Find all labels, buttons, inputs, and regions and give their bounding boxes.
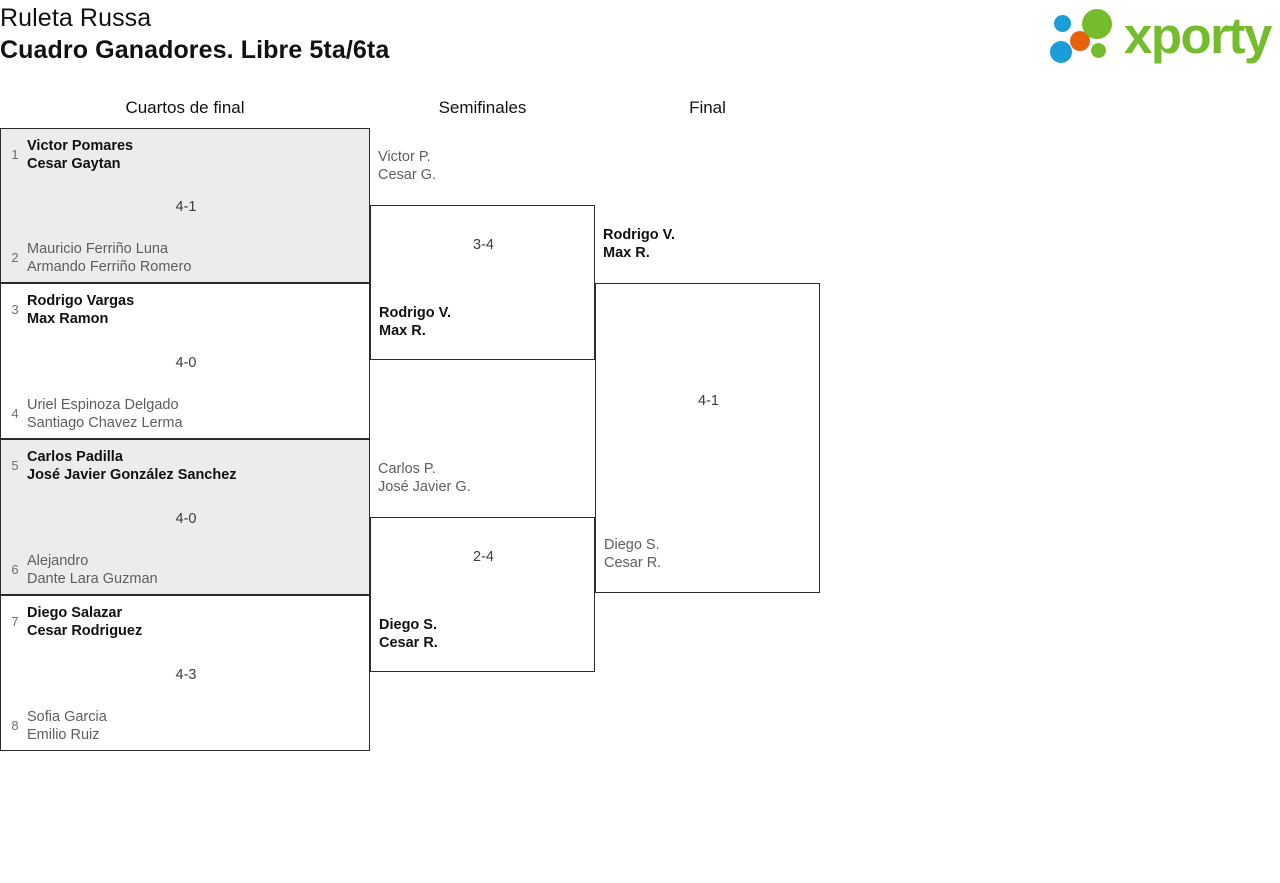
player-name: Cesar G. <box>378 167 437 183</box>
seed-number: 7 <box>11 614 19 629</box>
match-sf2-score: 2-4 <box>473 549 494 565</box>
match-semifinal-2[interactable]: 2-4 Diego S. Cesar R. <box>370 517 595 672</box>
title-block: Ruleta Russa Cuadro Ganadores. Libre 5ta… <box>0 2 389 66</box>
player-name: Diego S. <box>379 617 438 633</box>
player-name: Emilio Ruiz <box>27 727 100 743</box>
match-qf4-score: 4-3 <box>175 667 197 683</box>
player-name: Rodrigo V. <box>603 227 675 243</box>
player-name: Max R. <box>603 245 650 261</box>
seed-number: 8 <box>11 718 19 733</box>
match-quarterfinal-4[interactable]: 7 Diego Salazar Cesar Rodriguez 4-3 8 So… <box>0 595 370 751</box>
player-name: José Javier González Sanchez <box>27 467 237 483</box>
player-name: Santiago Chavez Lerma <box>27 415 183 431</box>
player-name: Rodrigo Vargas <box>27 293 135 309</box>
logo-dots-icon <box>1050 9 1126 65</box>
player-name: Rodrigo V. <box>379 305 451 321</box>
match-qf2-score: 4-0 <box>175 355 197 371</box>
match-semifinal-1[interactable]: 3-4 Rodrigo V. Max R. <box>370 205 595 360</box>
seed-number: 6 <box>11 562 19 577</box>
match-qf3-score: 4-0 <box>175 511 197 527</box>
player-name: Diego Salazar <box>27 605 123 621</box>
player-name: Max Ramon <box>27 311 109 327</box>
player-name: Max R. <box>379 323 426 339</box>
player-name: Sofia Garcia <box>27 709 107 725</box>
player-name: Cesar Gaytan <box>27 156 121 172</box>
player-name: Carlos Padilla <box>27 449 123 465</box>
logo-dot-green-large <box>1082 9 1112 39</box>
logo-wordmark: xporty <box>1124 7 1272 64</box>
page-header: Ruleta Russa Cuadro Ganadores. Libre 5ta… <box>0 0 1280 72</box>
page-subtitle: Cuadro Ganadores. Libre 5ta/6ta <box>0 36 390 64</box>
player-name: Uriel Espinoza Delgado <box>27 397 179 413</box>
seed-number: 3 <box>11 302 19 317</box>
match-sf1-score: 3-4 <box>473 237 494 253</box>
round-header-semifinals: Semifinales <box>438 98 527 117</box>
match-qf1-score: 4-1 <box>175 199 197 215</box>
player-name: Cesar Rodriguez <box>27 623 143 639</box>
match-quarterfinal-2[interactable]: 3 Rodrigo Vargas Max Ramon 4-0 4 Uriel E… <box>0 283 370 439</box>
player-name: Armando Ferriño Romero <box>27 259 192 275</box>
player-name: Carlos P. <box>378 461 436 477</box>
player-name: Diego S. <box>604 537 660 553</box>
logo-dot-orange <box>1070 31 1090 51</box>
xporty-logo[interactable]: xporty <box>1050 5 1278 67</box>
player-name: Mauricio Ferriño Luna <box>27 241 169 257</box>
player-name: Alejandro <box>27 553 89 569</box>
match-quarterfinal-3[interactable]: 5 Carlos Padilla José Javier González Sa… <box>0 439 370 595</box>
logo-dot-blue-bottom <box>1050 41 1072 63</box>
match-final[interactable]: 4-1 Diego S. Cesar R. <box>595 283 820 593</box>
player-name: Victor Pomares <box>27 138 134 154</box>
page-title: Ruleta Russa <box>0 4 152 32</box>
player-name: Cesar R. <box>379 635 438 651</box>
seed-number: 1 <box>11 147 19 162</box>
logo-dot-green-small <box>1091 43 1106 58</box>
round-header-quarterfinals: Cuartos de final <box>125 98 245 117</box>
match-final-score: 4-1 <box>698 393 719 409</box>
player-name: Dante Lara Guzman <box>27 571 158 587</box>
player-name: Cesar R. <box>604 555 662 571</box>
seed-number: 5 <box>11 458 19 473</box>
player-name: Victor P. <box>378 149 431 165</box>
match-quarterfinal-1[interactable]: 1 Victor Pomares Cesar Gaytan 4-1 2 Maur… <box>0 128 370 283</box>
player-name: José Javier G. <box>378 479 471 495</box>
round-header-final: Final <box>689 98 726 117</box>
logo-dot-blue-top <box>1054 15 1071 32</box>
seed-number: 2 <box>11 250 19 265</box>
seed-number: 4 <box>11 406 19 421</box>
